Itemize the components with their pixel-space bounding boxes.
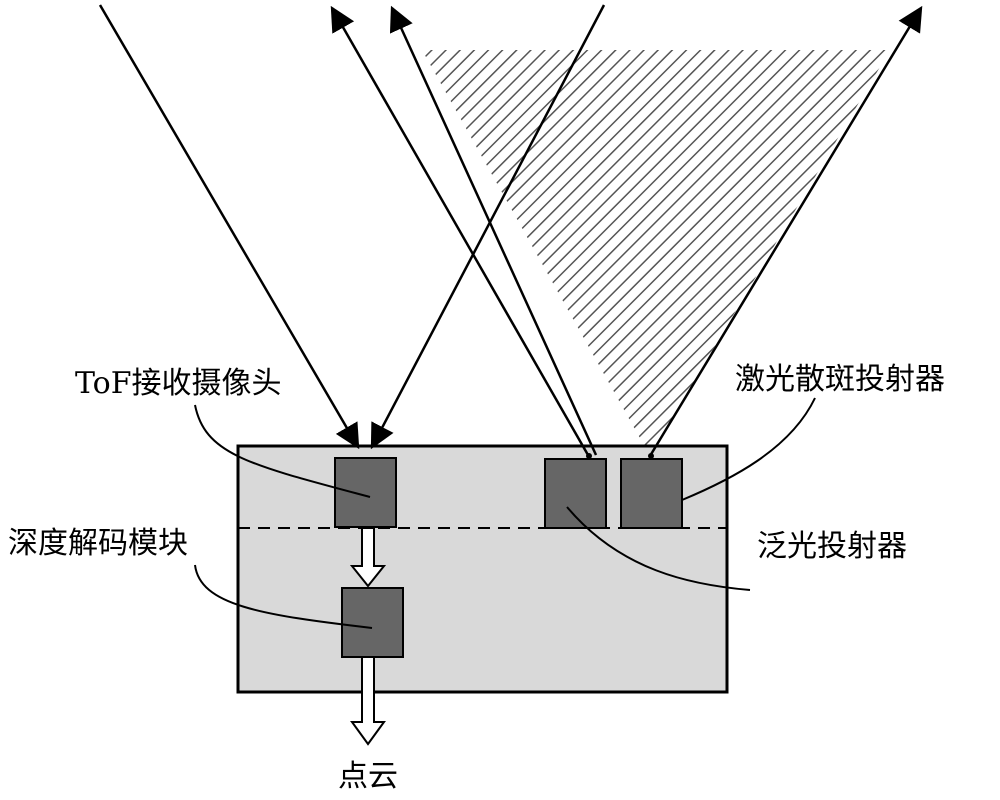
- point-cloud-output-arrow: [350, 656, 386, 746]
- speckle-emitter-point: [648, 453, 654, 459]
- depth-decoding-block: [341, 587, 404, 658]
- depth-decoding-leader: [194, 564, 373, 629]
- flood-emission-ray-inner: [389, 5, 598, 456]
- speckle-projector-block: [620, 458, 683, 529]
- tof-camera-block: [334, 457, 397, 528]
- flood-emitter-point: [586, 453, 592, 459]
- speckle-projection-cone: [422, 50, 890, 456]
- flood-emission-ray: [330, 5, 590, 456]
- flood-projector-leader: [566, 506, 751, 591]
- incoming-ray-right: [370, 4, 606, 450]
- label-depth-decoding-module: 深度解码模块: [8, 526, 188, 561]
- label-tof-camera: ToF接收摄像头: [75, 366, 282, 401]
- label-flood-projector: 泛光投射器: [757, 529, 907, 564]
- incoming-ray-left: [98, 4, 360, 450]
- speckle-projector-leader: [681, 397, 816, 501]
- label-laser-speckle-projector: 激光散斑投射器: [735, 362, 945, 397]
- speckle-emission-ray: [648, 5, 923, 457]
- label-point-cloud: 点云: [338, 759, 398, 794]
- tof-camera-leader: [194, 404, 371, 498]
- camera-to-decoder-arrow: [349, 527, 387, 588]
